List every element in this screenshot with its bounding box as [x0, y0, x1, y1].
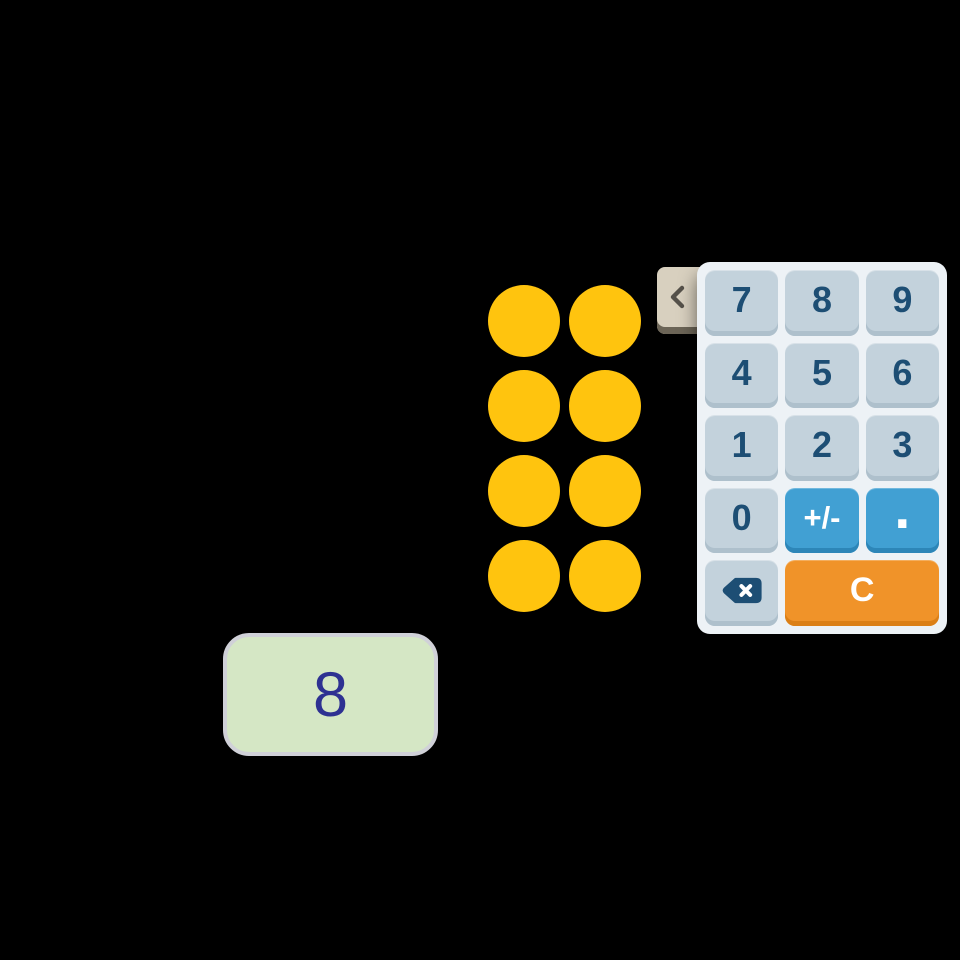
key-label: 4 — [731, 351, 752, 393]
counter-dot — [488, 370, 560, 442]
keypad-collapse-button[interactable] — [657, 267, 703, 334]
key-decimal-point[interactable]: . — [865, 480, 939, 554]
key-label: 6 — [892, 351, 913, 393]
key-label: 2 — [811, 424, 832, 466]
backspace-icon — [721, 576, 763, 605]
key-5[interactable]: 5 — [785, 342, 859, 409]
counter-dot — [488, 285, 560, 357]
counter-dot — [488, 455, 560, 527]
key-label: C — [849, 571, 875, 610]
answer-input-box[interactable]: 8 — [223, 633, 438, 756]
key-label: 7 — [731, 279, 752, 321]
key-8[interactable]: 8 — [785, 270, 859, 336]
keypad-panel: 7 8 9 4 5 6 1 2 3 0 +/- . C — [697, 262, 947, 634]
key-7[interactable]: 7 — [705, 270, 779, 336]
key-0[interactable]: 0 — [705, 487, 779, 554]
counter-dot — [569, 540, 641, 612]
key-label: 5 — [811, 351, 832, 393]
counter-dot — [569, 285, 641, 357]
key-6[interactable]: 6 — [865, 342, 939, 409]
key-plus-minus[interactable]: +/- — [785, 487, 859, 554]
key-label: 9 — [892, 279, 913, 321]
key-1[interactable]: 1 — [705, 415, 779, 481]
counter-dot — [569, 370, 641, 442]
key-2[interactable]: 2 — [785, 415, 859, 481]
key-4[interactable]: 4 — [705, 342, 779, 409]
counter-dots-group — [488, 285, 641, 612]
chevron-left-icon — [666, 284, 690, 310]
answer-value: 8 — [312, 659, 349, 730]
key-label: +/- — [803, 500, 841, 536]
key-label: 8 — [811, 279, 832, 321]
key-9[interactable]: 9 — [865, 270, 939, 336]
key-3[interactable]: 3 — [865, 415, 939, 481]
key-label: 3 — [892, 424, 913, 466]
counter-dot — [569, 455, 641, 527]
key-backspace[interactable] — [705, 560, 779, 626]
key-label: 1 — [731, 424, 752, 466]
counter-dot — [488, 540, 560, 612]
key-label: 0 — [731, 497, 752, 539]
key-clear[interactable]: C — [785, 560, 939, 626]
